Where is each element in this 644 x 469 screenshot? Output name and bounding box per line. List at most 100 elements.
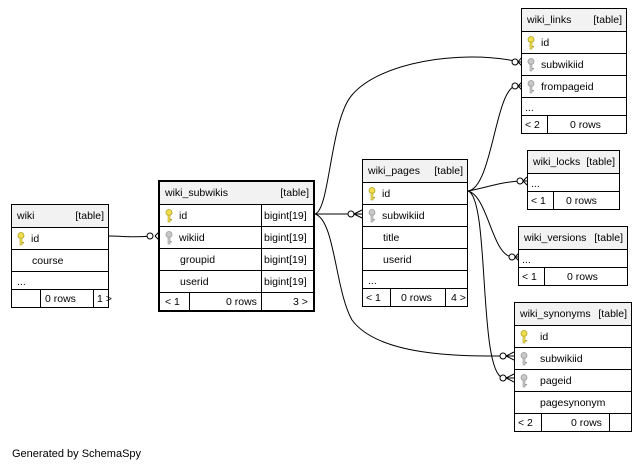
column-row: id bigint[19] — [160, 204, 313, 226]
child-count-link[interactable]: 1 > — [97, 293, 112, 305]
table-type-tag: [table] — [594, 232, 623, 244]
optional-circle — [508, 253, 516, 261]
more-columns-ellipsis: ... — [525, 102, 534, 114]
column-row: course — [12, 249, 108, 271]
row-count: 0 rows — [226, 296, 257, 308]
edge-pages-to-locks — [467, 180, 521, 192]
more-columns-row: ... — [522, 97, 626, 115]
table-header: wiki_synonyms [table] — [515, 303, 631, 325]
table-header: wiki_links [table] — [522, 9, 626, 31]
foreign-key-icon — [165, 231, 173, 245]
table-wiki-pages[interactable]: wiki_pages [table] id subwikiid title us… — [362, 159, 468, 307]
parent-count-link[interactable]: < 1 — [366, 292, 381, 304]
primary-key-icon — [165, 209, 173, 223]
table-type-tag: [table] — [598, 308, 627, 320]
column-row: id — [515, 325, 631, 347]
parent-count-link[interactable]: < 1 — [531, 195, 546, 207]
optional-circle — [516, 177, 524, 185]
table-name[interactable]: wiki_locks — [533, 156, 581, 168]
row-count: 0 rows — [571, 417, 602, 429]
parent-count-link[interactable]: < 2 — [518, 417, 533, 429]
crowsfoot-pages-subwikiid — [353, 209, 363, 219]
column-name: userid — [180, 276, 209, 288]
edge-pages-to-links — [467, 85, 516, 192]
column-name: id — [541, 37, 550, 49]
table-header: wiki_subwikis [table] — [160, 182, 313, 204]
table-wiki-subwikis[interactable]: wiki_subwikis [table] id bigint[19] wiki… — [158, 180, 315, 312]
table-footer: < 1 0 rows 3 > — [160, 292, 313, 310]
parent-count-link[interactable]: < 1 — [522, 271, 537, 283]
edge-pages-to-versions — [467, 190, 513, 258]
crowsfoot-synonyms-subwikiid — [505, 351, 515, 361]
more-columns-ellipsis: ... — [522, 254, 531, 266]
more-columns-row: ... — [519, 249, 627, 267]
table-name[interactable]: wiki_versions — [524, 232, 587, 244]
foreign-key-icon — [520, 352, 528, 366]
column-name: subwikiid — [541, 59, 584, 71]
column-name: pagesynonym — [540, 397, 606, 409]
column-type: bigint[19] — [264, 210, 307, 222]
row-count: 0 rows — [566, 195, 597, 207]
edge-pages-to-synonyms — [467, 190, 504, 379]
crowsfoot-synonyms-pageid — [505, 373, 515, 383]
column-row: userid — [363, 248, 467, 270]
primary-key-icon — [520, 330, 528, 344]
parent-count-link[interactable]: < 2 — [525, 119, 540, 131]
optional-circle — [146, 232, 154, 240]
table-footer: < 1 0 rows — [528, 191, 619, 209]
row-count: 0 rows — [567, 271, 598, 283]
table-name[interactable]: wiki_subwikis — [165, 187, 229, 199]
table-wiki-locks[interactable]: wiki_locks [table] ... < 1 0 rows — [527, 150, 620, 210]
column-row: pageid — [515, 369, 631, 391]
table-wiki-versions[interactable]: wiki_versions [table] ... < 1 0 rows — [518, 226, 628, 286]
table-footer: < 2 0 rows — [515, 413, 631, 431]
primary-key-icon — [17, 232, 25, 246]
optional-circle — [499, 374, 507, 382]
table-name[interactable]: wiki — [17, 210, 35, 222]
table-footer: < 1 0 rows 4 > — [363, 288, 467, 306]
primary-key-icon — [368, 187, 376, 201]
column-type: bigint[19] — [264, 232, 307, 244]
column-name: id — [540, 331, 549, 343]
table-name[interactable]: wiki_synonyms — [520, 308, 591, 320]
column-name: userid — [383, 254, 412, 266]
child-count-link[interactable]: 4 > — [451, 292, 466, 304]
column-name: groupid — [180, 254, 216, 266]
table-type-tag: [table] — [280, 187, 309, 199]
column-row: frompageid — [522, 75, 626, 97]
optional-circle — [511, 82, 519, 90]
table-name[interactable]: wiki_links — [527, 14, 572, 26]
table-footer: 0 rows 1 > — [12, 289, 112, 307]
foreign-key-icon — [368, 209, 376, 223]
optional-circle — [511, 58, 519, 66]
column-row: userid bigint[19] — [160, 270, 313, 292]
optional-circle — [347, 210, 355, 218]
column-row: subwikiid — [363, 204, 467, 226]
row-count: 0 rows — [45, 293, 76, 305]
column-row: subwikiid — [522, 53, 626, 75]
table-type-tag: [table] — [593, 14, 622, 26]
column-type: bigint[19] — [264, 276, 307, 288]
row-count: 0 rows — [401, 292, 432, 304]
generated-by-footer: Generated by SchemaSpy — [12, 448, 142, 460]
more-columns-ellipsis: ... — [531, 178, 540, 190]
foreign-key-icon — [520, 374, 528, 388]
table-header: wiki_versions [table] — [519, 227, 627, 249]
child-count-link[interactable]: 3 > — [293, 296, 308, 308]
column-type: bigint[19] — [264, 254, 307, 266]
column-name: frompageid — [541, 81, 594, 93]
edge-wiki-to-subwikis — [108, 235, 153, 238]
crowsfoot-locks — [522, 176, 528, 186]
column-row: wikiid bigint[19] — [160, 226, 313, 248]
parent-count-link[interactable]: < 1 — [165, 296, 180, 308]
edge-subwikis-to-synonyms — [314, 213, 504, 357]
column-row: id — [12, 227, 108, 249]
table-footer: < 1 0 rows — [519, 267, 627, 285]
table-wiki-synonyms[interactable]: wiki_synonyms [table] id subwikiid pagei… — [514, 302, 632, 432]
foreign-key-icon — [527, 58, 535, 72]
table-name[interactable]: wiki_pages — [368, 165, 420, 177]
column-name: course — [32, 255, 64, 267]
table-wiki-links[interactable]: wiki_links [table] id subwikiid frompage… — [521, 8, 627, 134]
table-header: wiki [table] — [12, 205, 108, 227]
table-wiki[interactable]: wiki [table] id course ... 0 rows 1 > — [11, 204, 112, 308]
